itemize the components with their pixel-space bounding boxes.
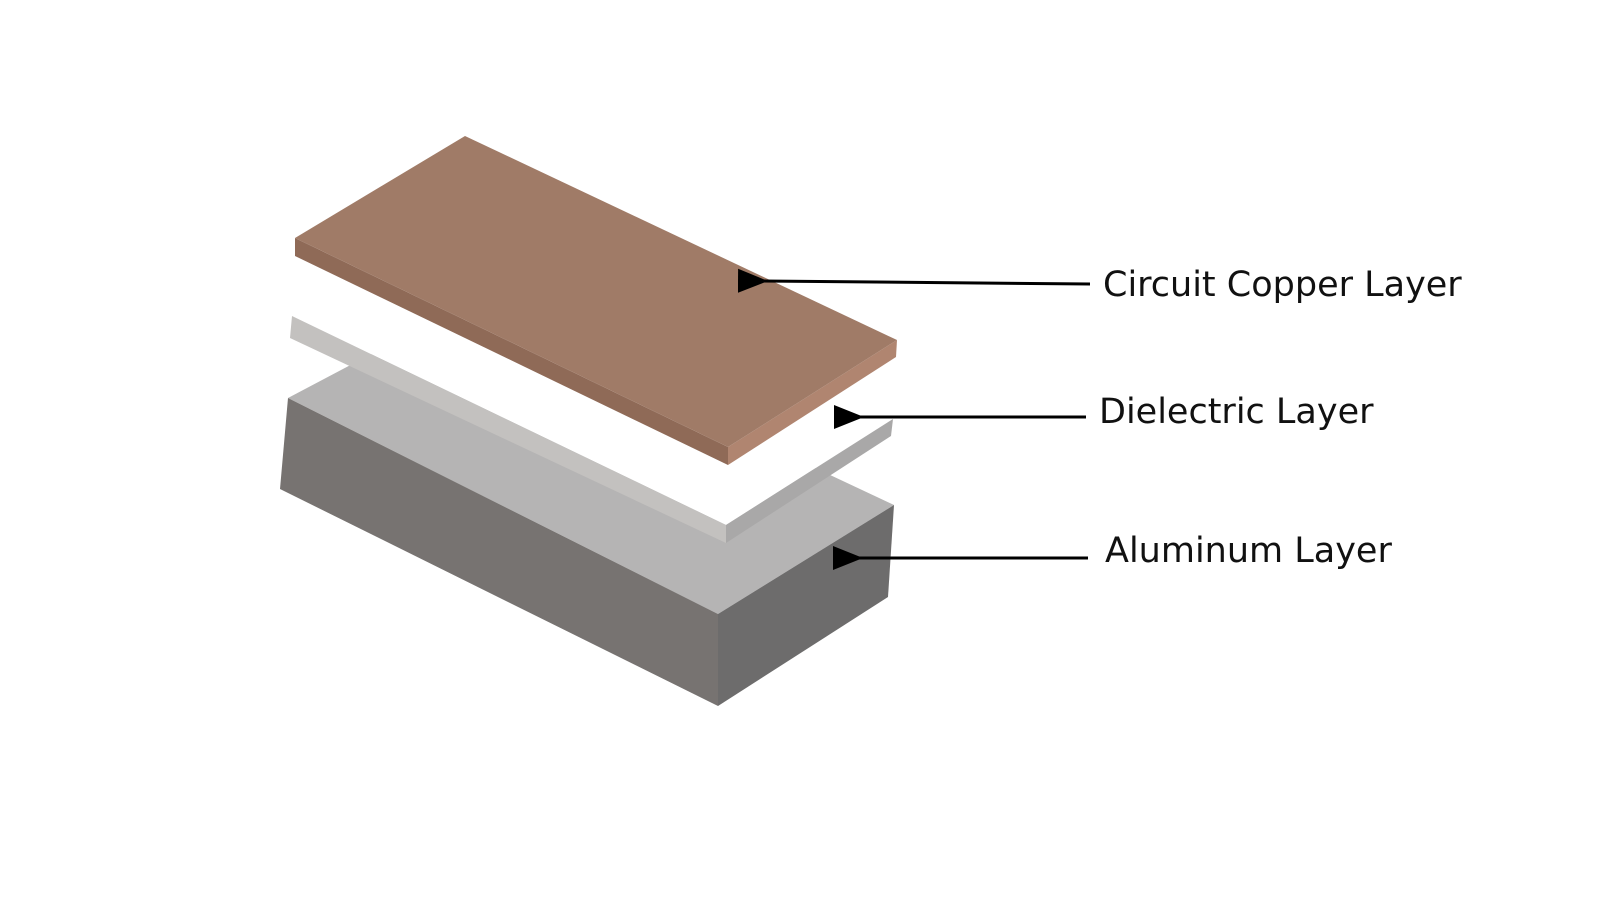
aluminum-layer-front-face	[280, 398, 718, 706]
copper-layer-right-edge	[728, 340, 897, 465]
copper-layer-arrow	[737, 268, 1091, 293]
aluminum-layer-label: Aluminum Layer	[1105, 531, 1392, 571]
dielectric-layer-label: Dielectric Layer	[1099, 392, 1374, 432]
dielectric-layer-left-edge	[290, 316, 726, 543]
dielectric-layer-right-edge	[726, 419, 893, 543]
copper-layer-left-edge	[295, 238, 728, 465]
copper-layer-top-face	[295, 136, 897, 447]
copper-layer-plate	[295, 136, 897, 465]
copper-layer-label: Circuit Copper Layer	[1103, 265, 1462, 305]
